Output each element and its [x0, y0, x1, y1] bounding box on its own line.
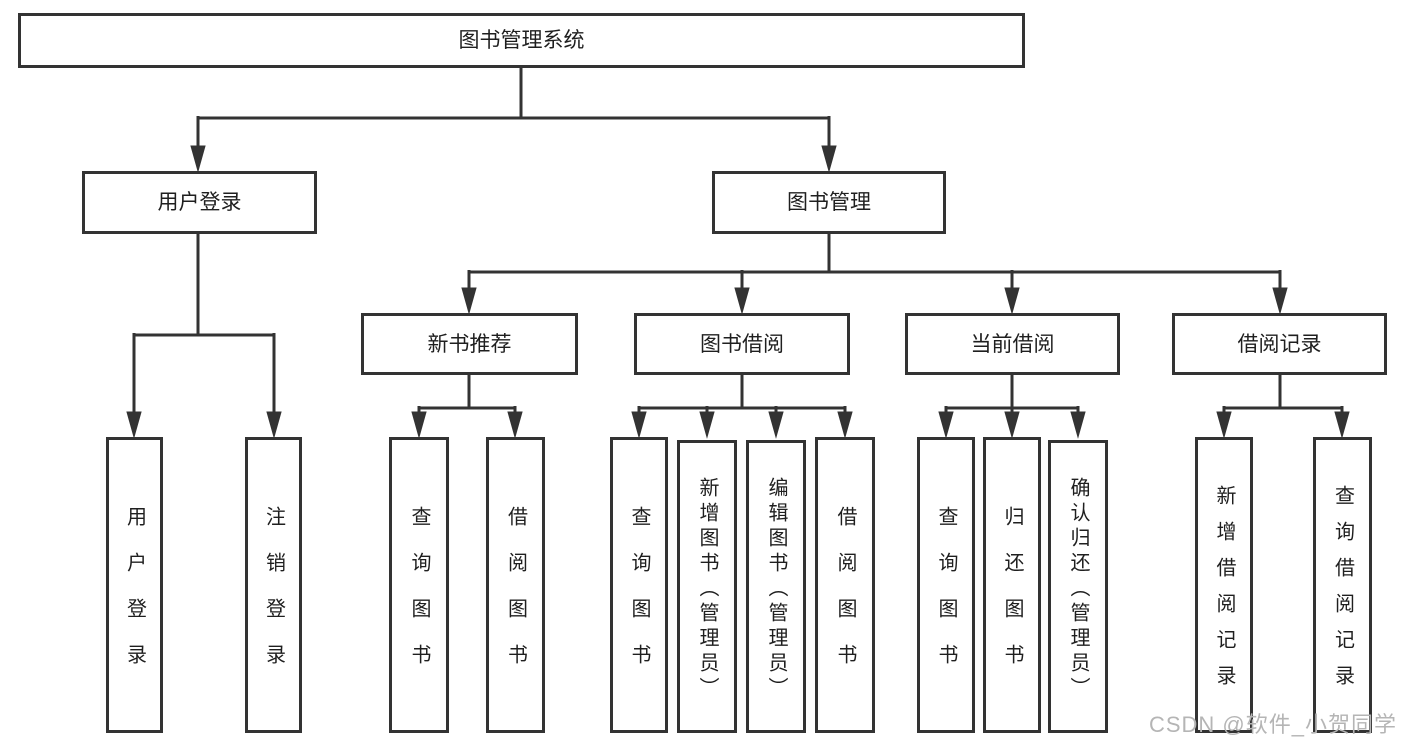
node-current-borrowing: 当前借阅 [905, 313, 1120, 375]
leaf-borrowing-add-books-admin: 新增图书（管理员） [677, 440, 737, 733]
leaf-logout: 注销登录 [245, 437, 302, 733]
leaf-user-login: 用户登录 [106, 437, 163, 733]
node-book-borrowing: 图书借阅 [634, 313, 850, 375]
leaf-current-return-books: 归还图书 [983, 437, 1041, 733]
leaf-current-query-books: 查询图书 [917, 437, 975, 733]
node-new-book-recommendation: 新书推荐 [361, 313, 578, 375]
leaf-borrowing-borrow-books: 借阅图书 [815, 437, 875, 733]
leaf-recommend-borrow-books: 借阅图书 [486, 437, 545, 733]
csdn-watermark: CSDN @软件_小贺同学 [1148, 712, 1397, 737]
leaf-borrowing-query-books: 查询图书 [610, 437, 668, 733]
leaf-recommend-query-books: 查询图书 [389, 437, 449, 733]
node-book-management-branch: 图书管理 [712, 171, 946, 234]
leaf-current-confirm-return-admin: 确认归还（管理员） [1048, 440, 1108, 733]
node-library-management-system: 图书管理系统 [18, 13, 1025, 68]
leaf-records-add-record: 新增借阅记录 [1195, 437, 1253, 733]
leaf-records-query-record: 查询借阅记录 [1313, 437, 1372, 733]
node-borrowing-records: 借阅记录 [1172, 313, 1387, 375]
leaf-borrowing-edit-books-admin: 编辑图书（管理员） [746, 440, 806, 733]
node-user-login-branch: 用户登录 [82, 171, 317, 234]
